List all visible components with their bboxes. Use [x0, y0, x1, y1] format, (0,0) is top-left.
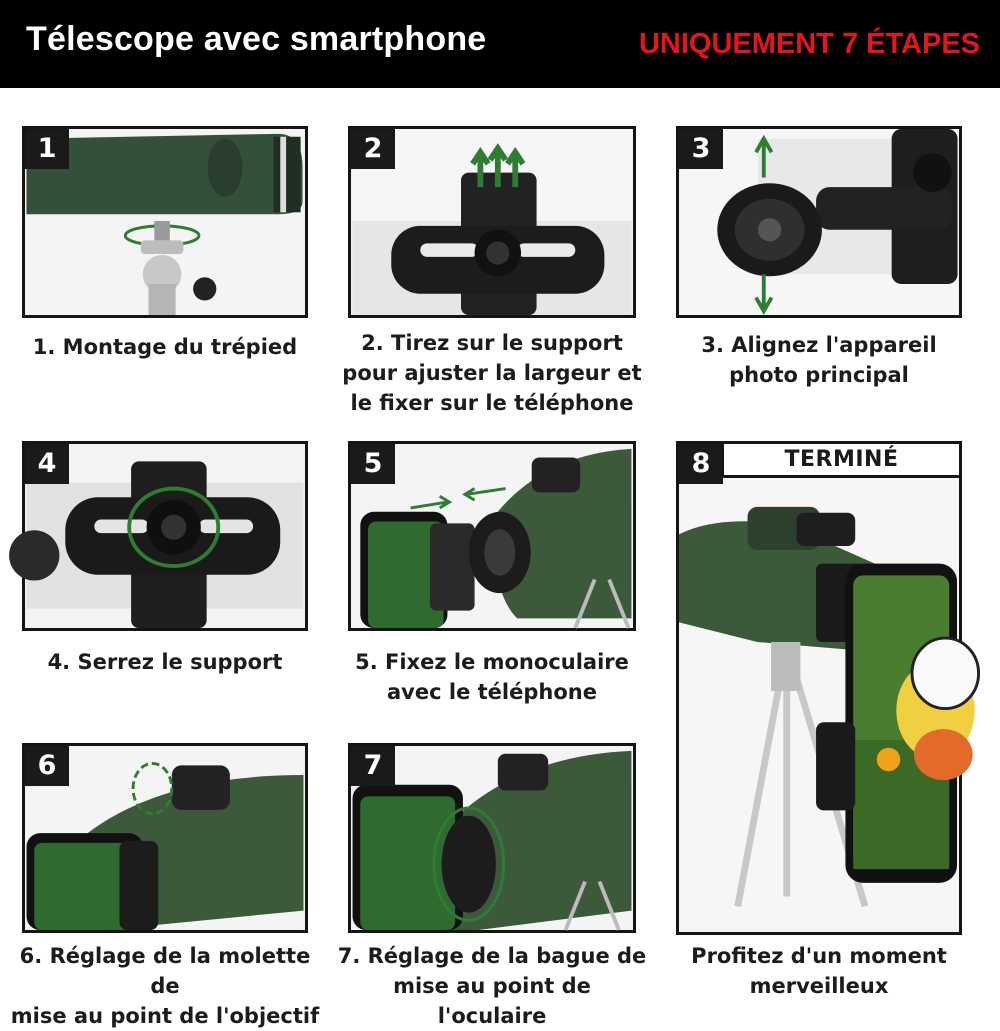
finished-setup-illustration [679, 446, 981, 930]
step-1-caption: 1. Montage du trépied [32, 335, 298, 359]
step-5-caption: 5. Fixez le monoculaire avec le téléphon… [355, 650, 629, 704]
step-5-number: 5 [351, 444, 395, 484]
step-7-number: 7 [351, 746, 395, 786]
objective-focus-illustration [26, 746, 304, 930]
step-2-panel: 2 [348, 126, 636, 318]
step-1-number: 1 [25, 129, 69, 169]
step-5-panel: 5 [348, 441, 636, 631]
step-6-caption: 6. Réglage de la molette de mise au poin… [10, 944, 320, 1028]
step-8-number: 8 [679, 444, 723, 484]
step-6-number: 6 [25, 746, 69, 786]
align-camera-illustration [680, 129, 958, 316]
step-7-caption: 7. Réglage de la bague de mise au point … [337, 944, 647, 1028]
phone-holder-extend-illustration [352, 129, 632, 315]
done-label: TERMINÉ [721, 444, 959, 478]
header-banner: Télescope avec smartphone UNIQUEMENT 7 É… [0, 0, 1000, 88]
attach-monocular-illustration [352, 444, 632, 629]
step-6-panel: 6 [22, 743, 308, 933]
step-2-number: 2 [351, 129, 395, 169]
final-caption: Profitez d'un moment merveilleux [691, 944, 947, 998]
steps-badge: UNIQUEMENT 7 ÉTAPES [638, 28, 980, 60]
page-title: Télescope avec smartphone [26, 20, 487, 58]
step-4-panel: 4 [9, 441, 308, 631]
step-3-panel: 3 [676, 126, 962, 318]
tripod-mount-illustration [26, 129, 304, 315]
step-8-panel: 8 TERMINÉ [676, 441, 981, 935]
step-2-caption: 2. Tirez sur le support pour ajuster la … [342, 331, 642, 415]
step-4-number: 4 [25, 444, 69, 484]
step-3-caption: 3. Alignez l'appareil photo principal [701, 333, 937, 387]
step-4-caption: 4. Serrez le support [47, 650, 283, 674]
step-7-panel: 7 [348, 743, 636, 933]
eyepiece-focus-illustration [352, 746, 632, 931]
step-1-panel: 1 [22, 126, 308, 318]
tighten-holder-illustration [9, 444, 304, 628]
step-3-number: 3 [679, 129, 723, 169]
